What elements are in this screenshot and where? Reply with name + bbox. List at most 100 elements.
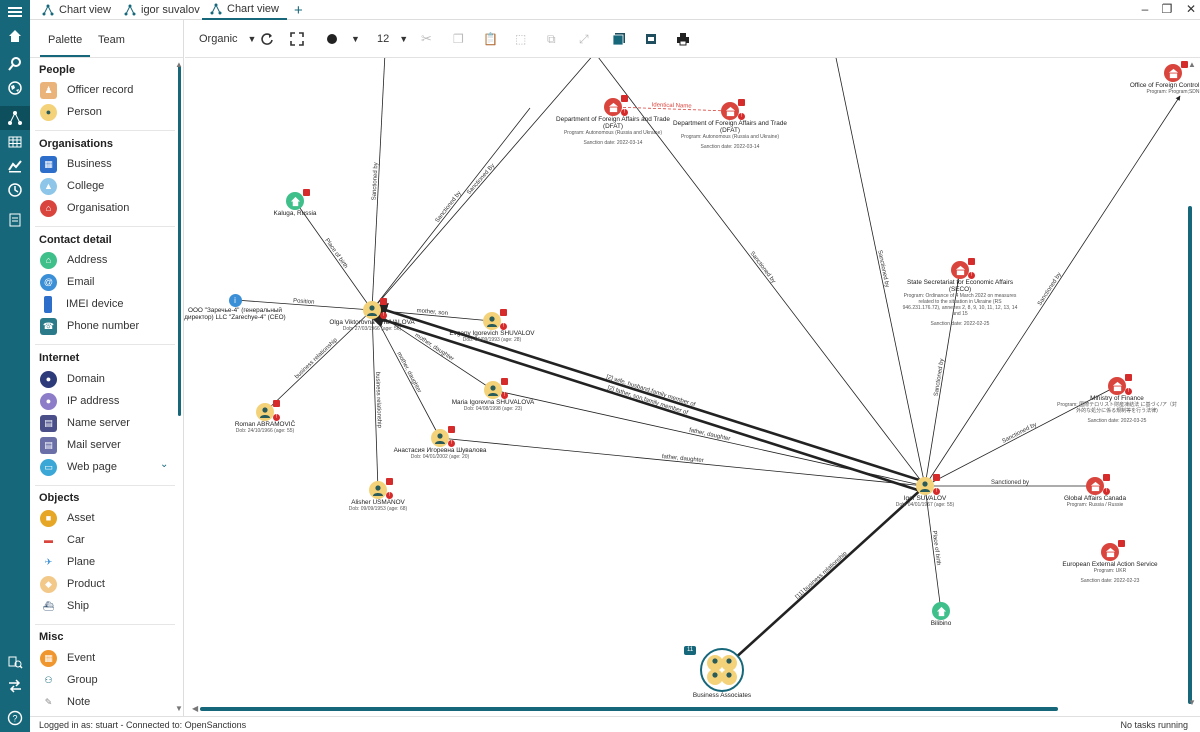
chart-node-dfat1[interactable]: !Department of Foreign Affairs and Trade… <box>553 95 673 146</box>
map-icon[interactable] <box>0 154 30 178</box>
scroll-up-icon[interactable]: ▲ <box>1188 60 1196 69</box>
export-image-icon[interactable] <box>611 30 627 48</box>
help-icon[interactable]: ? <box>0 706 30 730</box>
tab-chart-view-2[interactable]: Chart view <box>202 0 287 20</box>
chart-node-seco[interactable]: !State Secretariat for Economic Affairs … <box>900 258 1020 327</box>
chart-edge[interactable] <box>371 303 927 484</box>
horizontal-scrollbar[interactable] <box>200 707 1058 711</box>
swap-icon[interactable] <box>0 674 30 698</box>
minimize-button[interactable]: – <box>1141 2 1149 16</box>
scroll-down-icon[interactable]: ▼ <box>175 704 183 713</box>
table-icon[interactable] <box>0 130 30 154</box>
scroll-left-icon[interactable]: ◀ <box>192 704 199 713</box>
chart-node-bilibino[interactable]: Bilibino <box>881 602 1001 627</box>
chart-edge[interactable] <box>492 388 926 487</box>
print-icon[interactable] <box>675 30 691 48</box>
globe-icon[interactable] <box>0 76 30 100</box>
paste-icon[interactable]: 📋 <box>483 32 498 46</box>
chart-edge[interactable] <box>371 309 381 491</box>
tab-palette[interactable]: Palette <box>39 34 91 57</box>
palette-item-college[interactable]: ▲ College <box>40 176 104 196</box>
inspect-search-icon[interactable] <box>0 650 30 674</box>
chart-node-dfat2[interactable]: !Department of Foreign Affairs and Trade… <box>670 99 790 150</box>
palette-item-domain[interactable]: ● Domain <box>40 369 105 389</box>
palette-item-address[interactable]: ⌂ Address <box>40 250 107 270</box>
chart-edge[interactable] <box>371 58 386 311</box>
palette-item-plane[interactable]: ✈ Plane <box>40 552 95 572</box>
chart-edge[interactable] <box>234 297 373 311</box>
restore-button[interactable]: ❐ <box>1161 2 1173 16</box>
palette-item-phone-number[interactable]: ☎ Phone number <box>40 316 139 336</box>
palette-item-organisation[interactable]: ⌂ Organisation <box>40 198 129 218</box>
add-tab-button[interactable]: + <box>294 1 303 19</box>
palette-item-asset[interactable]: ■ Asset <box>40 508 95 528</box>
home-icon[interactable] <box>0 24 30 48</box>
scroll-up-icon[interactable]: ▲ <box>175 60 183 69</box>
chart-edge[interactable] <box>368 312 924 493</box>
palette-item-business[interactable]: ▦ Business <box>40 154 112 174</box>
palette-item-car[interactable]: ▬ Car <box>40 530 85 550</box>
chart-edge[interactable] <box>612 106 731 112</box>
report-icon[interactable] <box>0 208 30 232</box>
palette-item-event[interactable]: ▦ Event <box>40 648 95 668</box>
hamburger-menu-icon[interactable] <box>0 0 30 24</box>
palette-item-ship[interactable]: ⛴ Ship <box>40 596 89 616</box>
chart-edge[interactable] <box>924 269 962 487</box>
palette-scrollbar[interactable] <box>178 66 181 416</box>
node-shape-icon[interactable] <box>325 30 339 48</box>
timeline-icon[interactable] <box>0 178 30 202</box>
palette-item-group[interactable]: ⚇ Group <box>40 670 98 690</box>
chart-network-icon[interactable] <box>0 106 30 130</box>
chart-edge[interactable] <box>371 107 531 311</box>
vertical-scrollbar[interactable] <box>1188 206 1192 704</box>
palette-item-ip-address[interactable]: ● IP address <box>40 391 119 411</box>
cut-icon[interactable]: ✂ <box>421 31 432 46</box>
tab-igor-suvalov[interactable]: igor suvalov <box>116 0 208 20</box>
refresh-icon[interactable] <box>259 30 275 48</box>
chart-edge[interactable] <box>924 485 943 612</box>
scroll-down-icon[interactable]: ▼ <box>1188 698 1196 707</box>
tab-team[interactable]: Team <box>98 34 125 46</box>
chart-edge[interactable] <box>371 58 595 311</box>
chart-node-ofac[interactable]: Office of Foreign Control (OFAProgram: P… <box>1113 61 1200 95</box>
tab-chart-view-1[interactable]: Chart view <box>34 0 119 20</box>
close-button[interactable]: ✕ <box>1185 2 1197 16</box>
palette-item-note[interactable]: ✎ Note <box>40 692 90 712</box>
chart-node-kaluga[interactable]: Kaluga, Russia <box>235 189 355 217</box>
chevron-down-icon[interactable]: ▼ <box>351 34 360 44</box>
chart-edge[interactable] <box>294 200 373 311</box>
export-pdf-icon[interactable] <box>643 30 659 48</box>
palette-item-mail-server[interactable]: ▤ Mail server <box>40 435 121 455</box>
layout-select[interactable]: Organic ▼ <box>199 30 256 48</box>
palette-item-email[interactable]: @ Email <box>40 272 95 292</box>
expand-icon[interactable]: ⤢ <box>579 31 589 46</box>
fit-to-screen-icon[interactable] <box>289 30 305 48</box>
palette-item-web-page[interactable]: ▭ Web page <box>40 457 117 477</box>
palette-item-imei-device[interactable]: IMEI device <box>40 294 123 314</box>
palette-item-person[interactable]: ● Person <box>40 102 102 122</box>
chart-edge[interactable] <box>439 436 926 487</box>
search-icon[interactable] <box>0 52 30 76</box>
select-icon[interactable]: ⬚ <box>515 32 527 46</box>
copy-icon[interactable]: ❐ <box>453 32 464 46</box>
palette-item-name-server[interactable]: ▤ Name server <box>40 413 130 433</box>
chart-edge[interactable] <box>835 58 926 487</box>
font-size-select[interactable]: 12 ▼ <box>377 30 408 48</box>
group-select-icon[interactable]: ⧉ <box>547 31 556 46</box>
chevron-down-icon[interactable]: ⌄ <box>160 459 169 470</box>
chart-edge[interactable] <box>264 309 373 413</box>
chart-edge[interactable] <box>595 58 926 487</box>
chart-edge[interactable] <box>924 385 1118 487</box>
